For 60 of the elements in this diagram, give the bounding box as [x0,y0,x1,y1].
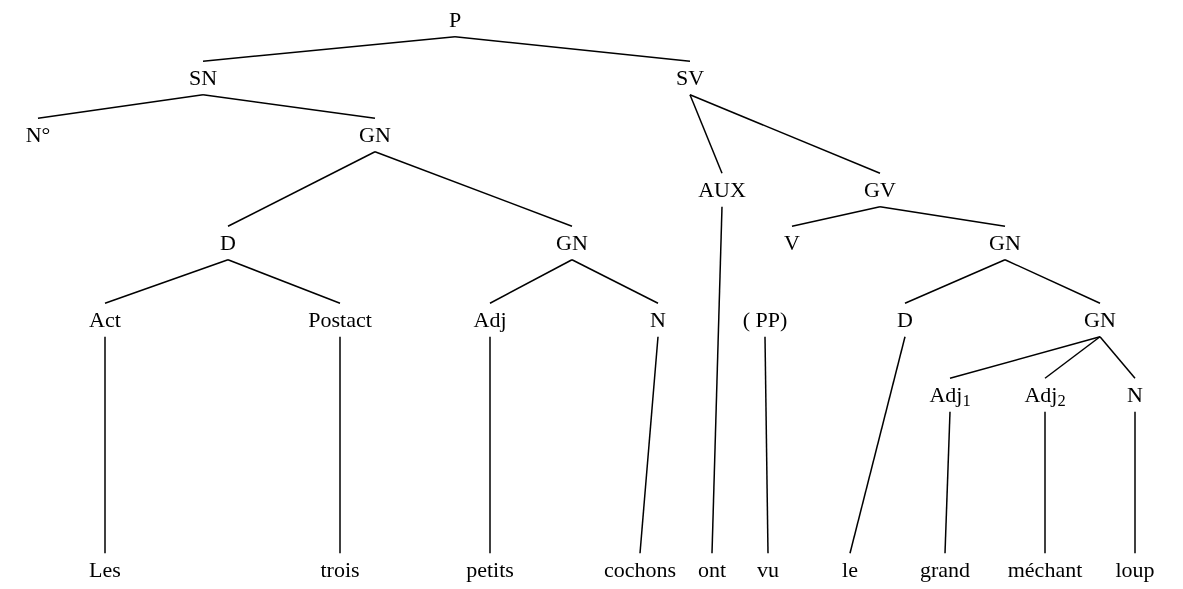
category-label: SN [188,64,218,92]
tree-branch [104,336,106,554]
tree-branch [454,36,691,62]
tree-branch [764,336,769,554]
word-label: ont [697,556,727,584]
category-label: Act [89,306,121,334]
tree-branch [949,336,1101,379]
word-label: petits [466,556,514,584]
category-label: GV [864,176,896,204]
tree-branch [374,151,573,227]
category-label: GN [359,121,391,149]
tree-branch [849,336,906,554]
category-label: D [897,306,913,334]
tree-branch [944,411,951,554]
word-label: vu [757,556,779,584]
tree-branch [689,94,881,174]
category-label: N [1127,381,1143,409]
category-label: Postact [308,306,372,334]
tree-branch [571,259,659,304]
word-label: cochons [603,556,677,584]
category-label: D [220,229,236,257]
tree-branch [202,36,456,62]
category-label: SV [675,64,705,92]
word-label: grand [919,556,971,584]
tree-branch [1134,411,1136,554]
category-label: GN [989,229,1021,257]
tree-branch [489,336,491,554]
tree-branch [1004,259,1101,304]
category-label: Adj$_{2}$ [1024,381,1066,409]
tree-branch [202,94,376,119]
tree-branch [1044,336,1101,379]
word-label: le [842,556,858,584]
tree-branch [904,259,1006,304]
tree-branch [104,259,229,304]
tree-branch [711,206,723,554]
tree-branch [639,336,659,554]
tree-branch [227,259,341,304]
tree-branch [339,336,341,554]
category-label: N [650,306,666,334]
word-label: méchant [1007,556,1083,584]
category-label: Adj$_{1}$ [929,381,971,409]
tree-branch [1044,411,1046,554]
tree-branch [689,94,723,174]
category-label: AUX [698,176,746,204]
category-label: ( PP) [742,306,788,334]
tree-branch [227,151,376,227]
tree-branch [791,206,881,227]
word-label: trois [320,556,360,584]
tree-branch [37,94,204,119]
category-label: GN [1084,306,1116,334]
category-label: GN [556,229,588,257]
word-label: loup [1115,556,1155,584]
category-label: P [448,6,462,34]
tree-branch [489,259,573,304]
category-label: Adj [473,306,507,334]
tree-branch [879,206,1006,227]
category-label: N° [25,121,51,149]
category-label: V [784,229,800,257]
word-label: Les [89,556,121,584]
tree-branch [1099,336,1136,379]
